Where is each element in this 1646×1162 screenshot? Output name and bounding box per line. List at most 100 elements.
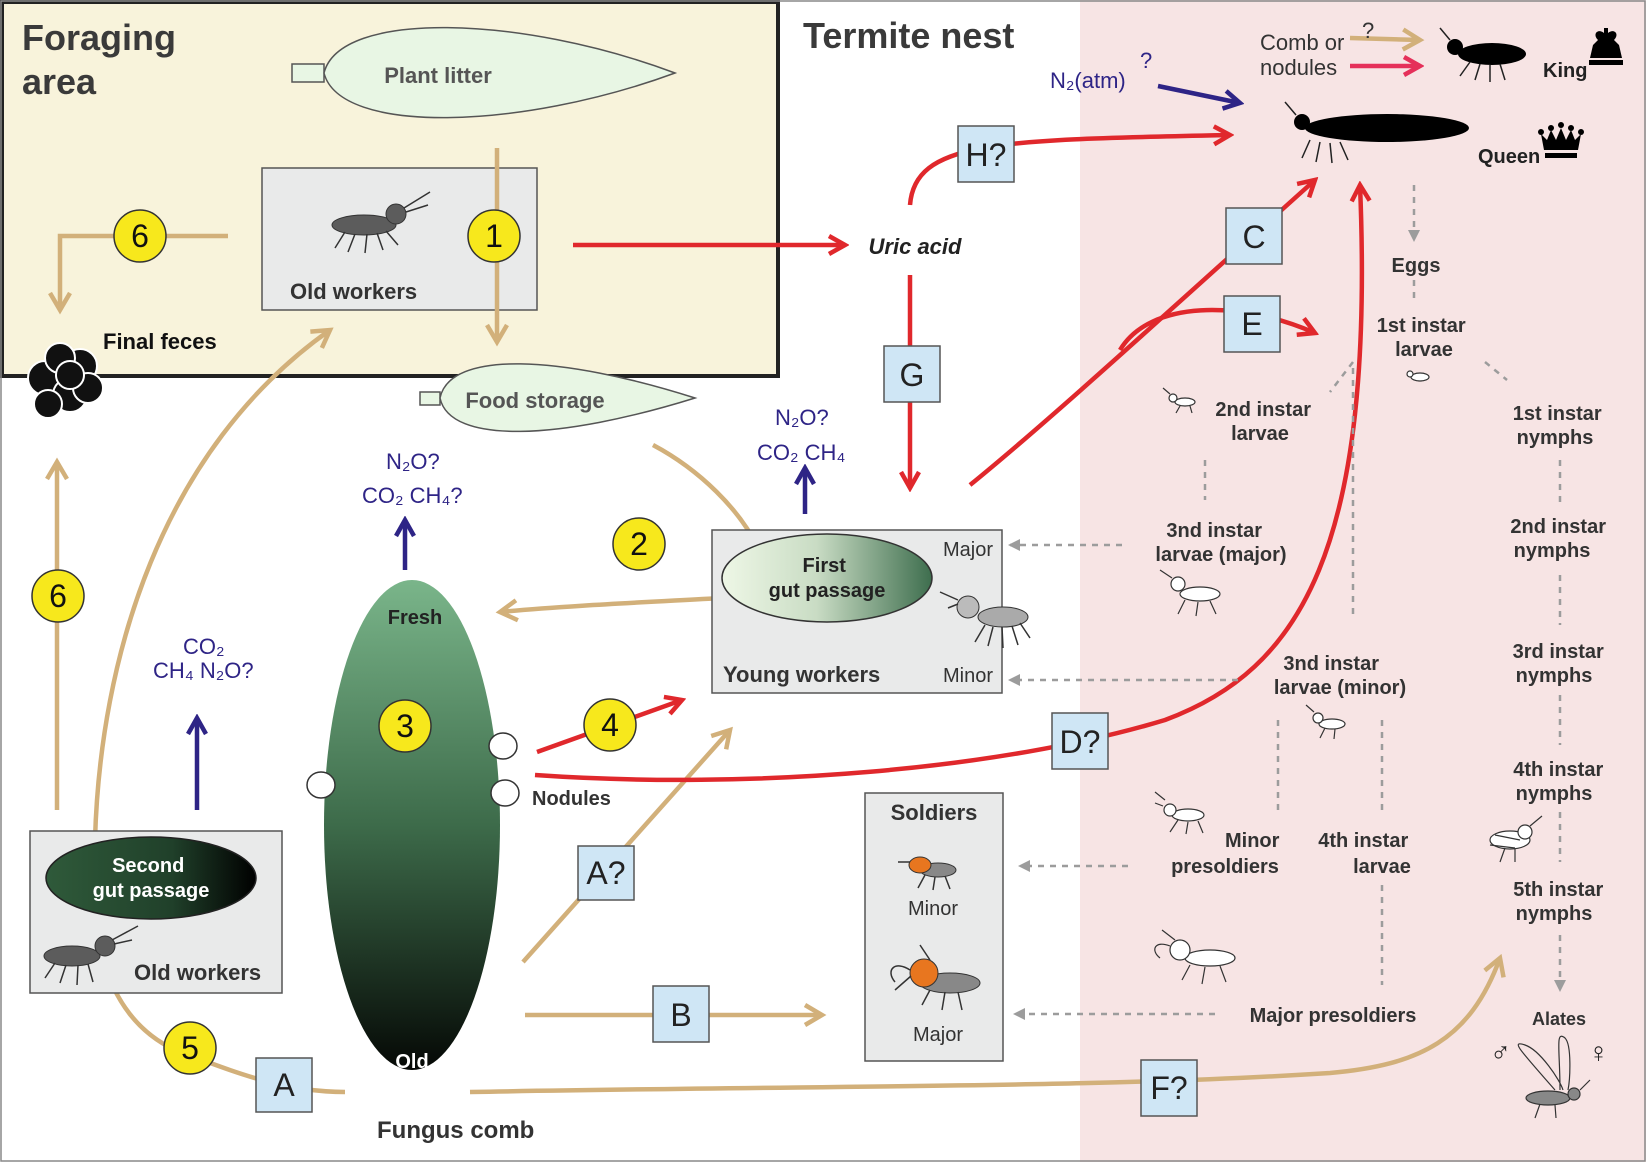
step-circle-3: 3 [378,699,432,753]
fungus-comb [324,580,500,1070]
comb-gas-co2-ch4: CO₂ CH₄? [362,483,463,508]
gut1-gas-co2-ch4: CO₂ CH₄ [757,440,845,465]
young-workers-major-label: Major [943,539,993,561]
svg-text:D?: D? [1060,724,1101,760]
queen-label: Queen [1478,146,1540,168]
soldier-major-label: Major [913,1024,963,1046]
eggs-label: Eggs [1392,255,1441,277]
n2-question-mark: ? [1140,48,1152,73]
young-workers-label: Young workers [723,662,880,687]
minor-soldier-icon [898,856,957,891]
final-feces-label: Final feces [103,329,217,354]
queen-termite-icon [1284,101,1469,164]
box-B: B [652,985,710,1043]
svg-text:2: 2 [630,526,648,562]
comb-or-nodules-label: Comb or nodules [1260,30,1350,80]
box-F-question: F? [1140,1059,1198,1117]
larvae2-label: 2nd instar larvae [1215,399,1316,445]
old-worker-termite-icon [331,191,431,254]
gut2-gas-co2: CO₂ [183,634,225,659]
svg-text:E: E [1241,306,1262,342]
arrow-6-top [48,233,228,315]
young-workers-minor-label: Minor [943,665,993,687]
major-presoldier-icon [1154,929,1236,985]
final-feces-pellets [27,342,104,419]
nodules-label: Nodules [532,788,611,810]
svg-text:C: C [1242,219,1265,255]
step-circle-6-top: 6 [113,209,167,263]
old-workers-top-label: Old workers [290,279,417,304]
comb-or-nodules-question-mark: ? [1362,18,1374,43]
svg-text:1: 1 [485,218,503,254]
soldiers-box [864,792,1004,1062]
larvae4-label: 4th instar larvae [1318,830,1414,878]
major-presoldiers-label: Major presoldiers [1250,1005,1417,1027]
arrow-n2-to-queen [1157,83,1240,103]
arrow-young-to-larvae-E [1118,307,1315,352]
young-worker-termite-icon [939,591,1031,649]
n2-atm-label: N₂(atm) [1050,68,1126,93]
foraging-area-title: Foraging area [22,17,186,102]
male-symbol: ♂ [1490,1037,1511,1068]
old-workers-bottom-label: Old workers [134,960,261,985]
svg-text:A: A [273,1067,295,1103]
svg-text:A?: A? [586,855,625,891]
step-circle-6-left: 6 [31,569,85,623]
queen-crown-icon [1538,122,1584,158]
box-E: E [1223,295,1281,353]
fungus-comb-label: Fungus comb [377,1117,534,1144]
svg-text:F?: F? [1150,1070,1187,1106]
alates-label: Alates [1532,1009,1586,1029]
nymphs2-label: 2nd instar nymphs [1510,516,1611,562]
old-worker-bottom-termite-icon [43,925,139,986]
svg-text:G: G [900,357,925,393]
svg-text:3: 3 [396,708,414,744]
king-label: King [1543,60,1587,82]
larva-icon-1 [1406,370,1430,382]
food-storage-label: Food storage [465,388,604,413]
step-circle-4: 4 [583,698,637,752]
caste-icons [1154,370,1591,1119]
fungus-comb-old-label: Old [395,1051,428,1073]
svg-text:H?: H? [966,137,1007,173]
king-crown-icon [1589,28,1623,65]
second-gut-passage-label: Second gut passage [93,855,210,902]
uric-acid-label: Uric acid [869,234,962,259]
soldier-minor-label: Minor [908,898,958,920]
arrow-gut1-to-fresh [495,595,723,623]
svg-text:B: B [670,997,691,1033]
plant-litter-label: Plant litter [384,63,492,88]
king-termite-icon [1439,27,1526,82]
box-G: G [883,345,941,403]
pathway-boxes: A A? B C D? E F? G H? [255,125,1283,1117]
larvae3-major-label: 3nd instar larvae (major) [1155,520,1286,566]
step-circle-1: 1 [467,209,521,263]
gut1-gas-n2o: N₂O? [775,405,829,430]
larva-icon-3major [1159,569,1221,617]
svg-text:6: 6 [49,578,67,614]
gut2-gas-ch4-n2o: CH₄ N₂O? [153,658,254,683]
step-circle-5: 5 [163,1021,217,1075]
step-circles: 1 2 3 4 5 6 6 [31,209,666,1075]
plant-litter-leaf [291,26,678,119]
nymphs1-label: 1st instar nymphs [1513,403,1608,449]
minor-presoldier-icon [1154,791,1205,835]
food-storage-leaf [419,363,698,433]
termite-nest-title: Termite nest [803,15,1014,56]
female-symbol: ♀ [1588,1037,1609,1068]
alate-icon [1517,1035,1591,1119]
larvae3-minor-label: 3nd instar larvae (minor) [1274,653,1406,699]
first-gut-passage [721,533,933,623]
dash-larvae1-to-nymphs1 [1484,361,1508,381]
nodules [306,732,520,807]
nymphs5-label: 5th instar nymphs [1513,879,1609,925]
step-circle-2: 2 [612,517,666,571]
nymph-icon [1489,815,1543,863]
comb-gas-n2o: N₂O? [386,449,440,474]
nymphs3-label: 3rd instar nymphs [1513,641,1610,687]
fungus-comb-fresh-label: Fresh [388,607,442,629]
second-gut-passage [45,836,257,920]
minor-presoldiers-label: Minor presoldiers [1171,830,1285,878]
